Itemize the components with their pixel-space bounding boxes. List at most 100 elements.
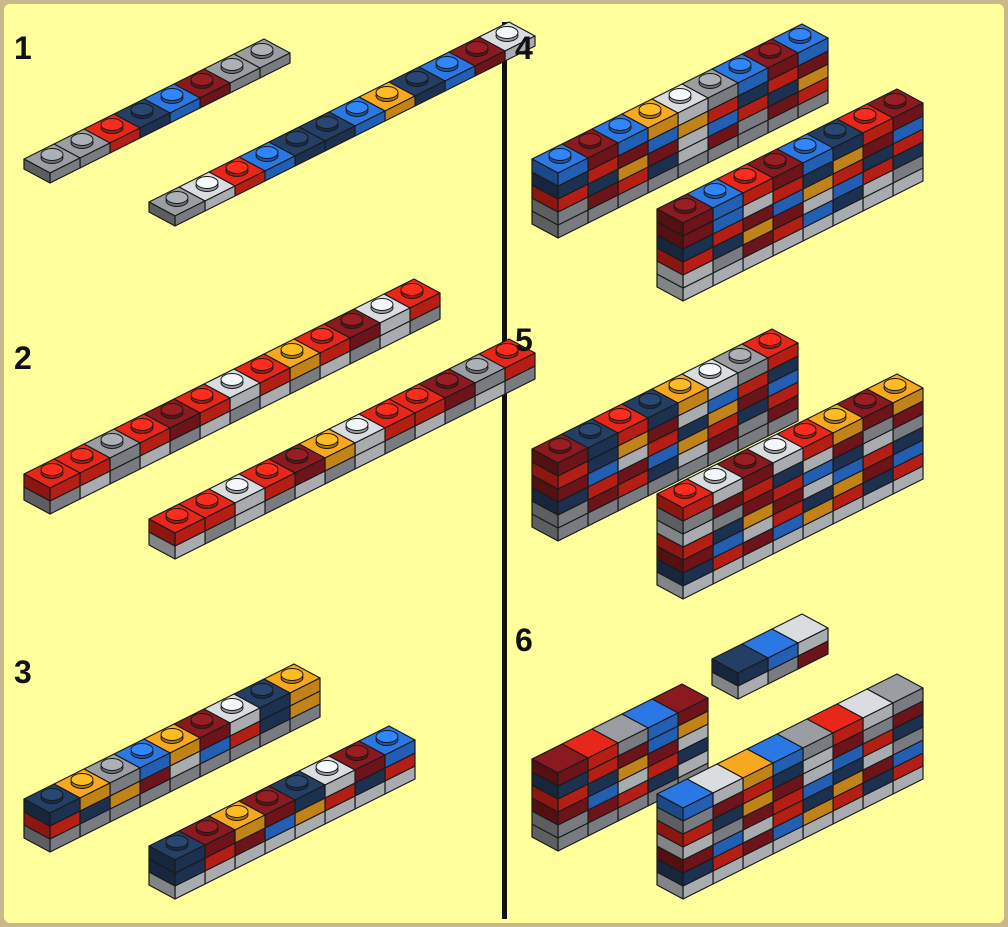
stud bbox=[316, 117, 338, 132]
stud bbox=[699, 74, 721, 89]
stud bbox=[549, 149, 571, 164]
instruction-sheet: 1 2 3 4 5 6 bbox=[4, 4, 1004, 923]
stud bbox=[166, 836, 188, 851]
stud bbox=[41, 789, 63, 804]
stud bbox=[101, 434, 123, 449]
stud bbox=[281, 669, 303, 684]
step-panel-3: 3 bbox=[4, 624, 502, 923]
stud bbox=[71, 774, 93, 789]
brick-illustration bbox=[507, 304, 1004, 604]
stud bbox=[221, 59, 243, 74]
stud bbox=[466, 42, 488, 57]
stud bbox=[884, 379, 906, 394]
stud bbox=[166, 509, 188, 524]
stud bbox=[251, 44, 273, 59]
stud bbox=[729, 349, 751, 364]
stud bbox=[191, 714, 213, 729]
brick-illustration bbox=[4, 304, 502, 604]
stud bbox=[221, 699, 243, 714]
stud bbox=[286, 776, 308, 791]
stud bbox=[341, 314, 363, 329]
stud bbox=[549, 439, 571, 454]
stud bbox=[316, 761, 338, 776]
stud bbox=[161, 729, 183, 744]
stud bbox=[196, 494, 218, 509]
stud bbox=[196, 177, 218, 192]
step-panel-2: 2 bbox=[4, 304, 502, 604]
stud bbox=[466, 359, 488, 374]
stud bbox=[371, 299, 393, 314]
brick-illustration bbox=[507, 604, 1004, 923]
stud bbox=[191, 389, 213, 404]
stud bbox=[101, 119, 123, 134]
stud bbox=[346, 419, 368, 434]
stud bbox=[226, 162, 248, 177]
stud bbox=[734, 454, 756, 469]
stud bbox=[789, 29, 811, 44]
stud bbox=[281, 344, 303, 359]
step-panel-4: 4 bbox=[507, 4, 1004, 304]
brick-illustration bbox=[4, 624, 502, 923]
stud bbox=[221, 374, 243, 389]
stud bbox=[131, 744, 153, 759]
stud bbox=[759, 334, 781, 349]
stud bbox=[406, 72, 428, 87]
stud bbox=[734, 169, 756, 184]
stud bbox=[41, 149, 63, 164]
step-panel-5: 5 bbox=[507, 304, 1004, 604]
stud bbox=[286, 449, 308, 464]
stud bbox=[71, 449, 93, 464]
brick-illustration bbox=[4, 4, 502, 304]
stud bbox=[609, 119, 631, 134]
brick-illustration bbox=[507, 4, 1004, 304]
stud bbox=[579, 134, 601, 149]
step-panel-1: 1 bbox=[4, 4, 502, 304]
stud bbox=[101, 759, 123, 774]
stud bbox=[251, 684, 273, 699]
stud bbox=[764, 439, 786, 454]
stud bbox=[699, 364, 721, 379]
stud bbox=[196, 821, 218, 836]
stud bbox=[376, 87, 398, 102]
stud bbox=[41, 464, 63, 479]
stud bbox=[794, 139, 816, 154]
stud bbox=[346, 102, 368, 117]
stud bbox=[161, 404, 183, 419]
stud bbox=[226, 479, 248, 494]
stud bbox=[131, 419, 153, 434]
stud bbox=[226, 806, 248, 821]
stud bbox=[376, 404, 398, 419]
stud bbox=[286, 132, 308, 147]
stud bbox=[884, 94, 906, 109]
stud bbox=[256, 791, 278, 806]
stud bbox=[794, 424, 816, 439]
stud bbox=[251, 359, 273, 374]
stud bbox=[639, 104, 661, 119]
stud bbox=[854, 109, 876, 124]
stud bbox=[346, 746, 368, 761]
stud bbox=[161, 89, 183, 104]
stud bbox=[401, 284, 423, 299]
stud bbox=[316, 434, 338, 449]
stud bbox=[579, 424, 601, 439]
stud bbox=[436, 57, 458, 72]
stud bbox=[669, 89, 691, 104]
stud bbox=[759, 44, 781, 59]
stud bbox=[729, 59, 751, 74]
stud bbox=[436, 374, 458, 389]
stud bbox=[376, 731, 398, 746]
stud bbox=[191, 74, 213, 89]
step-panel-6: 6 bbox=[507, 604, 1004, 923]
stud bbox=[674, 199, 696, 214]
stud bbox=[704, 184, 726, 199]
stud bbox=[406, 389, 428, 404]
stud bbox=[669, 379, 691, 394]
stud bbox=[166, 192, 188, 207]
stud bbox=[256, 147, 278, 162]
stud bbox=[256, 464, 278, 479]
stud bbox=[609, 409, 631, 424]
stud bbox=[824, 124, 846, 139]
stud bbox=[639, 394, 661, 409]
stud bbox=[824, 409, 846, 424]
stud bbox=[674, 484, 696, 499]
